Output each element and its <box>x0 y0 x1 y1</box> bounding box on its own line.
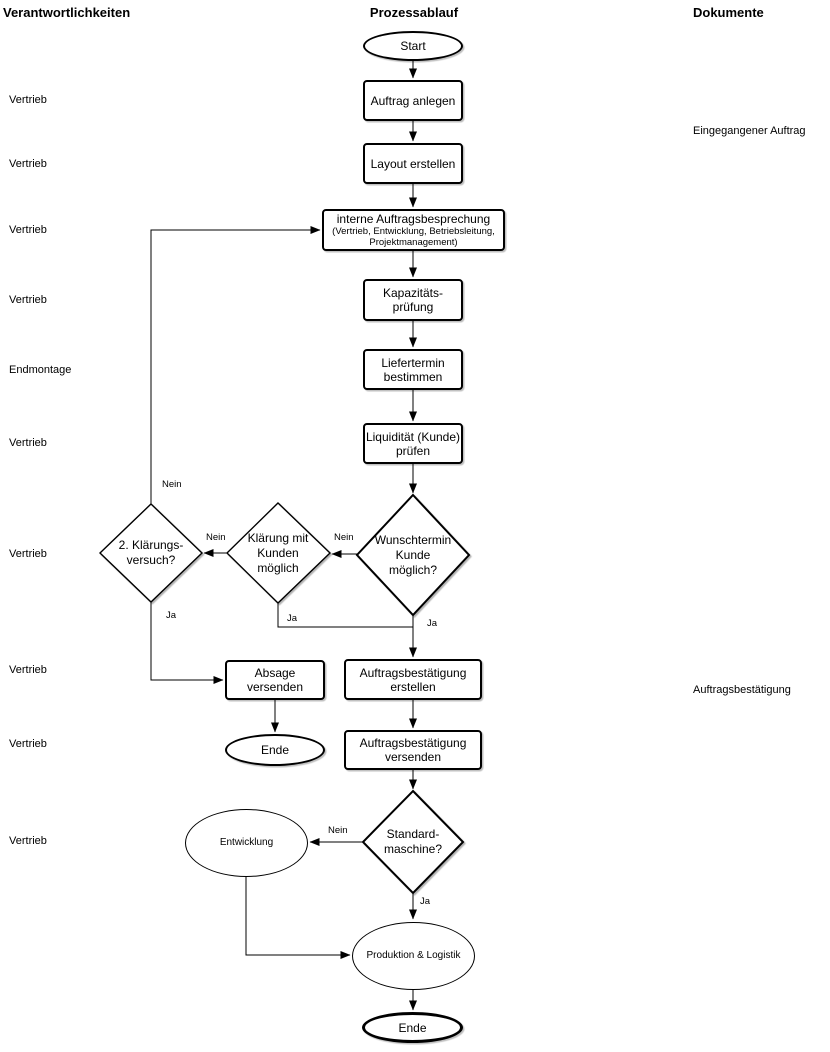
responsibility-label: Vertrieb <box>9 738 47 750</box>
node-start: Start <box>363 31 463 61</box>
diamond-text-wunschtermin: Wunschtermin Kunde möglich? <box>374 532 452 577</box>
node-auftragsbestaetigung-versenden: Auftragsbestätigung versenden <box>344 730 482 770</box>
edge-entwicklung-produktion <box>245 877 351 959</box>
edge-zweiter-nein-feedback <box>150 226 321 504</box>
edge-label-klaerung-nein: Nein <box>206 532 226 543</box>
diamond-klaerung <box>226 502 332 604</box>
responsibility-label: Vertrieb <box>9 294 47 306</box>
edge-label-klaerung-ja: Ja <box>287 613 298 624</box>
node-ende-unten: Ende <box>362 1012 463 1043</box>
responsibility-label: Vertrieb <box>9 158 47 170</box>
node-entwicklung: Entwicklung <box>185 809 308 877</box>
node-ende-links: Ende <box>225 734 325 766</box>
diamond-wunschtermin <box>355 493 471 617</box>
diamond-text-standardmaschine: Standard- maschine? <box>383 827 443 856</box>
edge-zweiter-ja-absage <box>150 602 224 684</box>
column-header-documents: Dokumente <box>693 5 764 20</box>
node-produktion-logistik: Produktion & Logistik <box>352 922 475 990</box>
node-kapazitaetspruefung: Kapazitäts- prüfung <box>363 279 463 321</box>
node-interne-title: interne Auftragsbesprechung <box>336 212 491 226</box>
responsibility-label: Vertrieb <box>9 835 47 847</box>
edge-klaerung-ja-merge <box>277 603 413 628</box>
diamond-text-zweiter-klaerungsversuch: 2. Klärungs- versuch? <box>118 538 184 567</box>
responsibility-label: Vertrieb <box>9 94 47 106</box>
node-interne-subtitle: (Vertrieb, Entwicklung, Betriebsleitung,… <box>332 226 495 248</box>
document-label: Eingegangener Auftrag <box>693 125 806 137</box>
edge-label-wunschtermin-ja: Ja <box>427 618 438 629</box>
column-header-process: Prozessablauf <box>369 5 459 20</box>
responsibility-label: Vertrieb <box>9 548 47 560</box>
responsibility-label: Vertrieb <box>9 664 47 676</box>
node-liquiditaet-pruefen: Liquidität (Kunde) prüfen <box>363 423 463 464</box>
edge-label-zweiter-ja: Ja <box>166 610 177 621</box>
edge-label-zweiter-nein: Nein <box>162 479 182 490</box>
node-liefertermin-bestimmen: Liefertermin bestimmen <box>363 349 463 390</box>
edge-label-standard-nein: Nein <box>328 825 348 836</box>
responsibility-label: Vertrieb <box>9 224 47 236</box>
node-absage-versenden: Absage versenden <box>225 660 325 700</box>
node-interne-auftragsbesprechung: interne Auftragsbesprechung (Vertrieb, E… <box>322 209 505 251</box>
node-auftrag-anlegen: Auftrag anlegen <box>363 80 463 121</box>
responsibility-label: Vertrieb <box>9 437 47 449</box>
document-label: Auftragsbestätigung <box>693 684 791 696</box>
node-auftragsbestaetigung-erstellen: Auftragsbestätigung erstellen <box>344 659 482 700</box>
diamond-text-klaerung: Klärung mit Kunden möglich <box>247 530 309 575</box>
column-header-responsibilities: Verantwortlichkeiten <box>3 5 131 20</box>
node-layout-erstellen: Layout erstellen <box>363 143 463 184</box>
edge-label-standard-ja: Ja <box>420 896 431 907</box>
diamond-standardmaschine <box>361 789 465 895</box>
edge-label-wunschtermin-nein: Nein <box>334 532 354 543</box>
responsibility-label: Endmontage <box>9 364 72 376</box>
diamond-zweiter-klaerungsversuch <box>98 503 204 603</box>
